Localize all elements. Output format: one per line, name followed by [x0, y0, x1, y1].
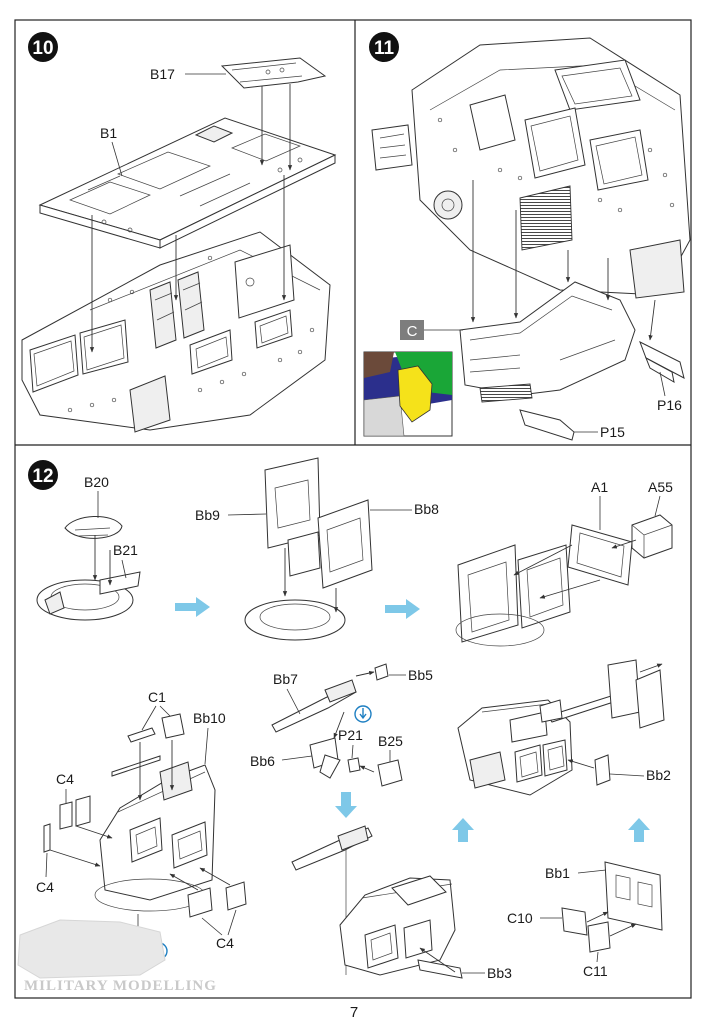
label-a55: A55	[648, 479, 673, 495]
step-11-arrows	[470, 180, 656, 341]
label-c4-left-bottom: C4	[36, 879, 54, 895]
label-bb5: Bb5	[408, 667, 433, 683]
label-b25: B25	[378, 733, 403, 749]
color-detail-inset	[363, 351, 453, 437]
leader-p21	[351, 744, 354, 759]
hatch-plate-b17	[220, 57, 327, 89]
svg-text:10: 10	[32, 38, 53, 59]
turret-assembly-d	[43, 713, 247, 918]
step-11-panel: 11	[363, 32, 691, 441]
leader-bb10	[204, 727, 209, 765]
leader-c4-left-bottom	[45, 852, 48, 878]
page-frame	[14, 19, 692, 999]
label-c1: C1	[148, 689, 166, 705]
machine-gun-parts	[271, 663, 403, 787]
svg-text:C: C	[407, 323, 418, 340]
leader-c1-a	[141, 705, 157, 731]
label-p15: P15	[600, 424, 625, 440]
leader-bb9	[227, 513, 267, 516]
leader-bb1	[577, 869, 607, 874]
label-bb9: Bb9	[195, 507, 220, 523]
leader-c4-bottom-b	[227, 909, 237, 936]
leader-a55	[654, 495, 661, 517]
svg-text:12: 12	[32, 466, 53, 487]
label-bb8: Bb8	[414, 501, 439, 517]
label-c10: C10	[507, 910, 533, 926]
step-12-badge: 12	[28, 460, 58, 490]
leader-c4-bottom-a	[201, 917, 223, 936]
flow-arrow-1	[175, 597, 210, 617]
label-bb3: Bb3	[487, 965, 512, 981]
flow-arrow-3	[335, 792, 357, 818]
leader-b1	[111, 141, 123, 177]
lower-floor-part	[459, 281, 636, 403]
turret-ring-assembly-a	[36, 515, 141, 621]
turret-assembly-g	[457, 659, 665, 796]
label-b1: B1	[100, 125, 117, 141]
step-12-panel: 12 B20 B21	[28, 457, 673, 981]
watermark: MILITARY MODELLING	[17, 919, 217, 994]
page-number: 7	[350, 1004, 358, 1021]
label-p21: P21	[338, 727, 363, 743]
label-bb2: Bb2	[646, 767, 671, 783]
inset-yellow-part	[397, 365, 433, 423]
label-bb6: Bb6	[250, 753, 275, 769]
leader-c1-b	[159, 705, 171, 717]
leader-c11	[596, 951, 599, 963]
label-b20: B20	[84, 474, 109, 490]
svg-text:11: 11	[374, 38, 395, 59]
label-c11: C11	[583, 963, 608, 979]
label-a1: A1	[591, 479, 608, 495]
label-bb1: Bb1	[545, 865, 570, 881]
label-b21: B21	[113, 542, 138, 558]
shield-plate-assembly-h	[561, 861, 663, 953]
shield-assembly-c	[455, 514, 673, 647]
flow-arrow-5	[628, 818, 650, 842]
part-c-tag: C	[400, 320, 463, 340]
flow-arrow-4	[452, 818, 474, 842]
step-11-badge: 11	[369, 32, 399, 62]
roof-panel-b1	[38, 117, 337, 249]
glue-icon-gun	[354, 705, 372, 723]
label-bb7: Bb7	[273, 671, 298, 687]
leader-p16	[659, 371, 666, 397]
label-b17: B17	[150, 66, 175, 82]
label-c4-left-top: C4	[56, 771, 74, 787]
label-p16: P16	[657, 397, 682, 413]
label-bb10: Bb10	[193, 710, 226, 726]
leader-b21	[121, 559, 127, 579]
leader-bb6	[281, 755, 313, 761]
step-10-badge: 10	[28, 32, 58, 62]
leader-bb7	[286, 688, 301, 715]
hull-body	[21, 231, 331, 433]
upper-hull-assembly	[371, 37, 691, 299]
shield-assembly-b	[244, 457, 373, 641]
flow-arrow-2	[385, 599, 420, 619]
leader-bb2	[609, 773, 645, 777]
inset-brown-area	[364, 352, 394, 378]
label-c4-bottom: C4	[216, 935, 234, 951]
part-p16	[639, 340, 685, 383]
svg-text:MILITARY MODELLING: MILITARY MODELLING	[24, 978, 217, 994]
turret-assembly-f	[291, 825, 463, 979]
part-p15	[519, 409, 575, 441]
step-10-arrows	[89, 84, 293, 353]
step-10-panel: 10 B17 B1	[21, 32, 337, 433]
